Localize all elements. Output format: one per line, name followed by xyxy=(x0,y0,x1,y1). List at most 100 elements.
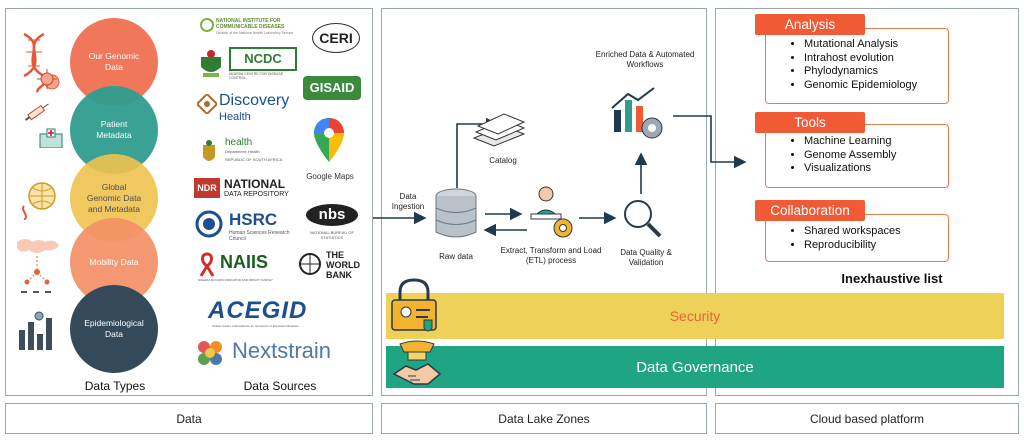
security-lock-icon xyxy=(391,278,437,332)
nextstrain-logo: Nextstrain xyxy=(196,337,356,369)
sa-health-logo-text: health xyxy=(225,137,253,148)
footer-data-label: Data xyxy=(176,411,202,426)
tools-box: Machine Learning Genome Assembly Visuali… xyxy=(765,124,949,188)
footer-cloud-label: Cloud based platform xyxy=(809,411,925,426)
google-maps-logo: Google Maps xyxy=(300,116,360,188)
virus-icon xyxy=(37,69,57,89)
tools-heading: Tools xyxy=(755,112,865,133)
hsrc-logo-text: HSRC xyxy=(229,210,278,229)
sa-health-logo-country: REPUBLIC OF SOUTH AFRICA xyxy=(225,157,283,162)
ribbon-icon xyxy=(199,252,215,277)
raw-data-label: Raw data xyxy=(439,252,473,261)
world-bank-logo: THE WORLD BANK xyxy=(298,250,364,292)
collaboration-heading: Collaboration xyxy=(755,200,865,221)
list-item: Genomic Epidemiology xyxy=(804,79,948,93)
nicd-logo-text: NATIONAL INSTITUTE FOR COMMUNICABLE DISE… xyxy=(216,18,285,30)
etl-label: Extract, Transform and Load (ETL) proces… xyxy=(500,246,602,265)
footer-cloud-platform: Cloud based platform xyxy=(715,403,1019,434)
footer-lake-label: Data Lake Zones xyxy=(498,411,590,426)
ndr-logo-subtext: DATA REPOSITORY xyxy=(224,191,289,198)
hsrc-emblem-icon xyxy=(195,210,223,238)
inexhaustive-note: Inexhaustive list xyxy=(841,271,943,286)
hsrc-logo-subtext: Human Sciences Research Council xyxy=(229,230,290,242)
data-panel xyxy=(5,8,373,396)
enriched-analytics-icon xyxy=(611,87,663,139)
quality-label: Data Quality & Validation xyxy=(620,248,672,267)
acegid-logo-subtext: African Centre of Excellence for Genomic… xyxy=(212,324,299,328)
ncdc-logo-subtext: NIGERIA CENTRE FOR DISEASE CONTROL xyxy=(229,72,284,80)
ndr-logo: NDR NATIONAL DATA REPOSITORY xyxy=(194,176,294,202)
ceri-logo: CERI xyxy=(312,17,360,57)
list-item: Machine Learning xyxy=(804,135,948,149)
list-item: Reproducibility xyxy=(804,239,948,253)
enriched-label: Enriched Data & Automated Workflows xyxy=(595,50,695,69)
security-band: Security xyxy=(386,293,1004,339)
gisaid-logo: GISAID xyxy=(303,76,361,100)
discovery-emblem-icon xyxy=(197,94,217,114)
collaboration-box: Shared workspaces Reproducibility xyxy=(765,214,949,262)
ndr-logo-text: NATIONAL xyxy=(224,177,286,191)
list-item: Shared workspaces xyxy=(804,225,948,239)
naiis-logo: NAIIS NIGERIA HIV/AIDS INDICATOR AND IMP… xyxy=(198,252,298,286)
analysis-heading: Analysis xyxy=(755,14,865,35)
sa-health-logo-subtext: Department: Health xyxy=(225,149,260,154)
catalog-icon xyxy=(472,113,526,147)
sa-health-logo: health Department: Health REPUBLIC OF SO… xyxy=(199,137,299,171)
etl-engineer-icon xyxy=(530,186,573,238)
data-type-label: Global Genomic Data and Metadata xyxy=(86,181,142,214)
data-type-label: Patient Metadata xyxy=(96,119,132,140)
ncdc-logo: NCDC NIGERIA CENTRE FOR DISEASE CONTROL xyxy=(197,47,307,81)
raw-data-database-icon xyxy=(435,188,477,238)
world-bank-globe-icon xyxy=(299,253,321,275)
data-sources-label: Data Sources xyxy=(243,379,317,393)
naiis-logo-text: NAIIS xyxy=(220,252,269,272)
nigeria-coat-of-arms-icon xyxy=(201,50,221,77)
ncdc-logo-text: NCDC xyxy=(229,47,297,71)
tools-list: Machine Learning Genome Assembly Visuali… xyxy=(766,135,948,176)
acegid-logo: ACEGID African Centre of Excellence for … xyxy=(208,297,338,331)
globe-icon xyxy=(22,182,56,220)
validation-magnifier-icon xyxy=(624,200,662,238)
footer-data: Data xyxy=(5,403,373,434)
list-item: Genome Assembly xyxy=(804,149,948,163)
nextstrain-logo-text: Nextstrain xyxy=(232,338,332,363)
footer-data-lake-zones: Data Lake Zones xyxy=(381,403,707,434)
data-type-label: Our Genomic Data xyxy=(88,51,140,72)
catalog-label: Catalog xyxy=(489,156,517,165)
data-type-label: Mobility Data xyxy=(89,256,139,267)
hospital-icon xyxy=(39,128,63,148)
nextstrain-emblem-icon xyxy=(198,341,222,365)
security-label: Security xyxy=(669,308,721,324)
world-map-icon xyxy=(17,239,59,293)
nicd-logo-mark xyxy=(200,18,214,32)
epidemiology-chart-icon xyxy=(19,311,52,350)
list-item: Visualizations xyxy=(804,162,948,176)
governance-label: Data Governance xyxy=(636,358,754,376)
nicd-logo-subtext: Division of the National Health Laborato… xyxy=(216,31,294,35)
discovery-logo: Discovery Health xyxy=(197,92,297,128)
world-bank-logo-text-3: BANK xyxy=(326,270,352,280)
gisaid-logo-text: GISAID xyxy=(303,76,361,100)
analysis-box: Mutational Analysis Intrahost evolution … xyxy=(765,28,949,104)
world-bank-logo-text: THE xyxy=(326,250,344,260)
collaboration-list: Shared workspaces Reproducibility xyxy=(766,225,948,252)
nbs-logo: nbs NATIONAL BUREAU OF STATISTICS xyxy=(302,204,362,240)
acegid-logo-text: ACEGID xyxy=(208,297,308,324)
data-ingestion-label: Data Ingestion xyxy=(391,192,425,211)
map-pin-icon xyxy=(314,118,344,162)
list-item: Phylodynamics xyxy=(804,65,948,79)
hsrc-logo: HSRC Human Sciences Research Council xyxy=(195,210,295,246)
ndr-logo-badge: NDR xyxy=(194,178,220,198)
data-type-label: Epidemiological Data xyxy=(84,318,144,339)
world-bank-logo-text-2: WORLD xyxy=(326,260,360,270)
nbs-logo-subtext: NATIONAL BUREAU OF STATISTICS xyxy=(309,230,354,240)
list-item: Intrahost evolution xyxy=(804,52,948,66)
governance-handshake-icon xyxy=(392,340,442,385)
discovery-logo-subtext: Health xyxy=(219,111,251,123)
naiis-logo-subtext: NIGERIA HIV/AIDS INDICATOR AND IMPACT SU… xyxy=(198,278,273,282)
discovery-logo-text: Discovery xyxy=(219,92,290,109)
data-types-label: Data Types xyxy=(84,379,146,393)
epidemiological-data-circle: Epidemiological Data xyxy=(70,285,158,373)
ceri-logo-text: CERI xyxy=(312,23,360,53)
governance-band: Data Governance xyxy=(386,346,1004,388)
